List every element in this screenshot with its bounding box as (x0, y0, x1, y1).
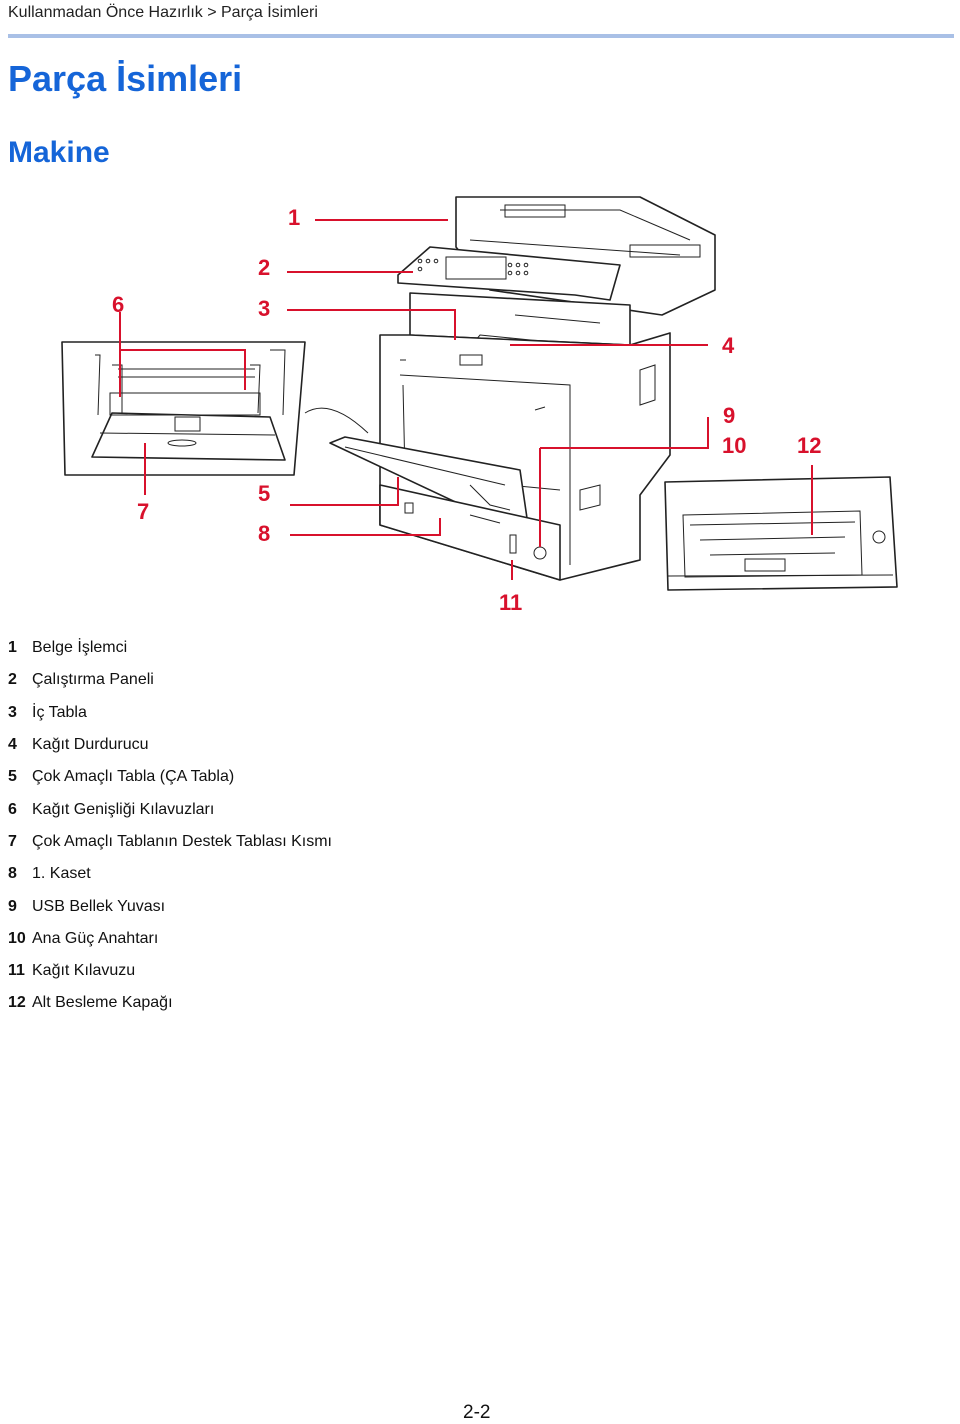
bottom-feed-inset (664, 476, 898, 591)
legend-item: 6 Kağıt Genişliği Kılavuzları (8, 793, 608, 825)
legend-item: 11 Kağıt Kılavuzu (8, 955, 608, 987)
legend-label: İç Tabla (32, 703, 87, 721)
mp-tray-inset (61, 341, 369, 476)
header-rule (8, 34, 954, 38)
callout-4: 4 (722, 333, 735, 358)
legend-number: 2 (8, 671, 17, 689)
callout-2: 2 (258, 255, 270, 280)
legend-number: 5 (8, 768, 17, 786)
callout-6: 6 (112, 292, 124, 317)
legend-item: 10 Ana Güç Anahtarı (8, 923, 608, 955)
legend-number: 4 (8, 736, 17, 754)
legend-item: 12 Alt Besleme Kapağı (8, 987, 608, 1019)
legend-label: Çok Amaçlı Tabla (ÇA Tabla) (32, 768, 235, 786)
legend-item: 4 Kağıt Durdurucu (8, 729, 608, 761)
legend-number: 1 (8, 639, 17, 657)
legend-label: Çalıştırma Paneli (32, 671, 154, 689)
callout-9: 9 (723, 403, 735, 428)
legend-item: 7 Çok Amaçlı Tablanın Destek Tablası Kısm… (8, 826, 608, 858)
callout-8: 8 (258, 521, 270, 546)
legend-number: 12 (8, 994, 26, 1012)
legend-item: 8 1. Kaset (8, 858, 608, 890)
section-title: Makine (8, 136, 110, 169)
callout-5: 5 (258, 481, 270, 506)
page-number: 2-2 (463, 1402, 491, 1423)
page-title: Parça İsimleri (8, 58, 243, 99)
legend-number: 11 (8, 962, 25, 980)
legend-number: 9 (8, 897, 17, 915)
callout-1: 1 (288, 205, 300, 230)
callout-11: 11 (499, 590, 522, 615)
legend-number: 7 (8, 832, 17, 850)
callout-3: 3 (258, 296, 270, 321)
callout-12: 12 (797, 433, 821, 458)
legend-label: Çok Amaçlı Tablanın Destek Tablası Kısmı (32, 832, 332, 850)
legend-number: 8 (8, 865, 17, 883)
legend-label: USB Bellek Yuvası (32, 897, 166, 915)
callout-numbers: 1 2 3 4 5 6 7 8 9 10 12 11 (112, 205, 821, 615)
legend-item: 3 İç Tabla (8, 697, 608, 729)
printer-body (329, 196, 716, 581)
callout-leaders (119, 219, 813, 580)
legend-label: Kağıt Durdurucu (32, 736, 149, 754)
legend-label: 1. Kaset (32, 865, 91, 883)
legend-item: 2 Çalıştırma Paneli (8, 664, 608, 696)
callout-10: 10 (722, 433, 746, 458)
legend-item: 9 USB Bellek Yuvası (8, 890, 608, 922)
legend-number: 6 (8, 800, 17, 818)
legend-label: Belge İşlemci (32, 639, 128, 657)
legend-number: 3 (8, 703, 17, 721)
legend-label: Alt Besleme Kapağı (32, 994, 173, 1012)
legend-label: Kağıt Genişliği Kılavuzları (32, 800, 215, 818)
breadcrumb: Kullanmadan Önce Hazırlık > Parça İsimle… (8, 4, 318, 21)
legend-item: 5 Çok Amaçlı Tabla (ÇA Tabla) (8, 761, 608, 793)
legend-item: 1 Belge İşlemci (8, 632, 608, 664)
machine-illustration: 1 2 3 4 5 6 7 8 9 10 12 11 (61, 196, 898, 615)
legend-number: 10 (8, 929, 26, 947)
callout-7: 7 (137, 499, 149, 524)
parts-legend: 1 Belge İşlemci 2 Çalıştırma Paneli 3 İç Ta… (8, 632, 608, 1020)
legend-label: Kağıt Kılavuzu (32, 962, 136, 980)
legend-label: Ana Güç Anahtarı (32, 929, 159, 947)
